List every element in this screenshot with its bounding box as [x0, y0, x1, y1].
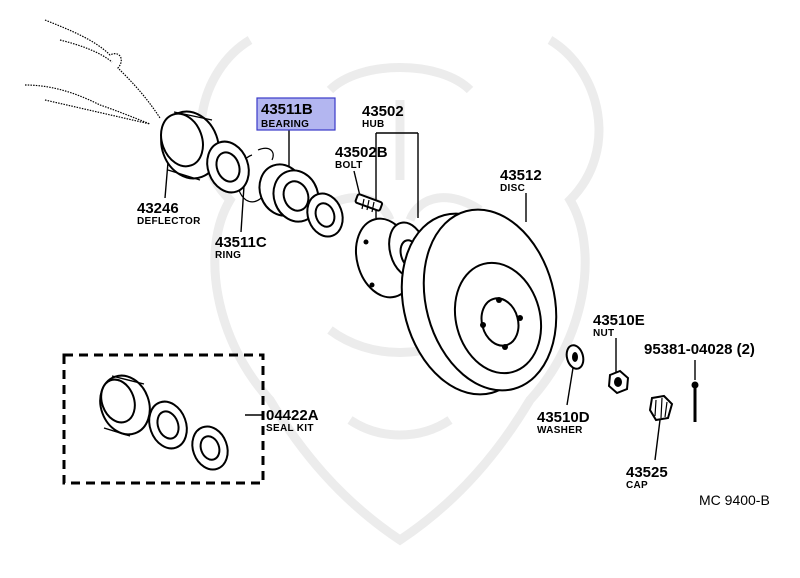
bolt-name: BOLT [335, 160, 363, 171]
part-labels: 43246 DEFLECTOR 43511B BEARING 43511C RI… [137, 101, 770, 508]
nut-name: NUT [593, 328, 614, 339]
pointing-hand-icon [24, 19, 161, 125]
hub-number[interactable]: 43502 [362, 103, 404, 120]
seal-kit-box [62, 353, 265, 485]
seal-kit-name: SEAL KIT [266, 423, 314, 434]
cotter-pin-part [691, 381, 699, 422]
diagram-code: MC 9400-B [699, 492, 770, 508]
bearing-name: BEARING [261, 119, 309, 130]
bolt-number[interactable]: 43502B [335, 144, 388, 161]
cap-number[interactable]: 43525 [626, 464, 668, 481]
outer-seal-part [306, 192, 344, 238]
cap-name: CAP [626, 480, 648, 491]
disc-name: DISC [500, 183, 525, 194]
disc-part [400, 208, 558, 396]
samurai-mask-watermark [196, 36, 604, 546]
bearing-number[interactable]: 43511B [261, 101, 313, 118]
washer-part [565, 344, 585, 370]
deflector-number[interactable]: 43246 [137, 200, 179, 217]
nut-part [607, 369, 630, 395]
bolt-part [354, 193, 384, 213]
seal-kit-number[interactable]: 04422A [266, 407, 319, 424]
ring-name: RING [215, 250, 241, 261]
cap-part [648, 394, 674, 422]
nut-number[interactable]: 43510E [593, 312, 645, 329]
bearing-label-highlight [256, 97, 336, 131]
hub-name: HUB [362, 119, 385, 130]
washer-number[interactable]: 43510D [537, 409, 590, 426]
disc-number[interactable]: 43512 [500, 167, 542, 184]
inner-seal-part [206, 140, 250, 194]
deflector-part [160, 110, 220, 181]
washer-name: WASHER [537, 425, 583, 436]
deflector-name: DEFLECTOR [137, 216, 201, 227]
bearing-part [258, 163, 320, 223]
ring-number[interactable]: 43511C [215, 234, 267, 251]
cotter-pin-number[interactable]: 95381-04028 (2) [644, 341, 755, 358]
seal-kit-parts [99, 374, 229, 471]
leader-lines [164, 128, 696, 461]
